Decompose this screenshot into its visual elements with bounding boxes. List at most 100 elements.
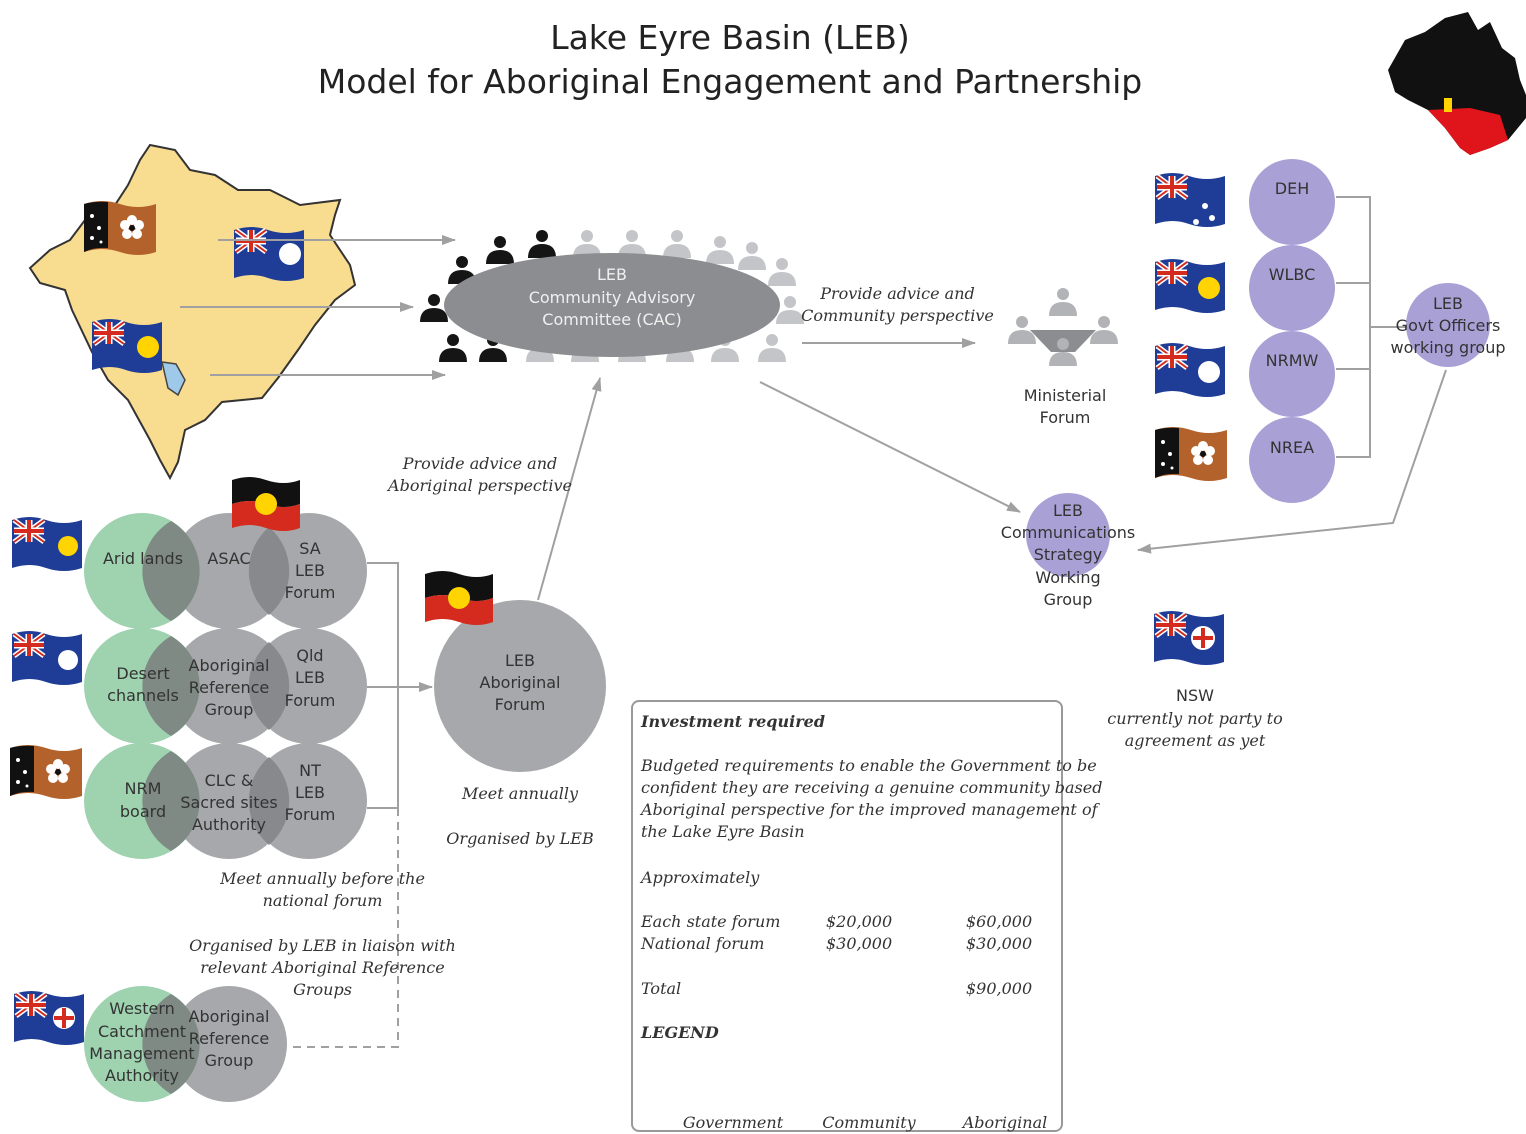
sa-badge-icon	[137, 336, 159, 358]
qld-community-label-1: Desert	[116, 664, 170, 683]
investment-text-4: the Lake Eyre Basin	[641, 822, 805, 841]
aboriginal-flag-icon	[232, 477, 300, 531]
govt-officers-circle	[1406, 283, 1490, 367]
investment-row2-b: $30,000	[966, 934, 1033, 953]
nsw-aboriginal-label-1: Aboriginal	[188, 1007, 270, 1026]
advice-community-1: Provide advice and	[820, 284, 975, 303]
investment-box: Investment required Budgeted requirement…	[631, 700, 1102, 1132]
meet-before-2: national forum	[262, 891, 383, 910]
nsw-aboriginal-label-3: Group	[204, 1051, 254, 1070]
investment-text-2: confident they are receiving a genuine c…	[641, 778, 1103, 797]
investment-total-value: $90,000	[966, 979, 1033, 998]
ministerial-people-icon	[1008, 288, 1118, 366]
cac-label-3: Committee (CAC)	[542, 310, 681, 329]
state-venn-rows	[84, 513, 367, 1102]
nt-forum-label-2: LEB	[295, 783, 325, 802]
comms-3: Strategy	[1033, 545, 1103, 564]
aboriginal-forum-3: Forum	[494, 695, 546, 714]
nt-aboriginal-label-2: Sacred sites	[180, 793, 278, 812]
organised-by-leb: Organised by LEB	[446, 829, 594, 848]
ministerial-label-1: Ministerial	[1023, 386, 1107, 405]
nt-forum-label-1: NT	[299, 761, 321, 780]
title-line-2: Model for Aboriginal Engagement and Part…	[317, 62, 1143, 101]
aboriginal-region-sun	[1444, 98, 1452, 112]
advice-aboriginal-2: Aboriginal perspective	[388, 476, 572, 495]
investment-approx: Approximately	[641, 868, 760, 887]
comms-1: LEB	[1053, 501, 1083, 520]
organised-liaison-1: Organised by LEB in liaison with	[189, 936, 456, 955]
basin-map	[28, 143, 357, 481]
qld-aboriginal-label-3: Group	[204, 700, 254, 719]
nsw-community-label-3: Management	[89, 1044, 195, 1063]
qld-aboriginal-label-2: Reference	[188, 678, 270, 697]
investment-row1-label: Each state forum	[641, 912, 781, 931]
agency-bracket	[1336, 196, 1410, 458]
aboriginal-flag-icon-2	[425, 571, 493, 625]
sa-forum-label-2: LEB	[295, 561, 325, 580]
investment-row2-label: National forum	[641, 934, 765, 953]
gov-agency-circles	[1249, 159, 1335, 503]
nt-community-label-1: NRM	[124, 779, 162, 798]
nsw-aboriginal-label-2: Reference	[188, 1029, 270, 1048]
legend-government-label: Government	[682, 1113, 784, 1132]
nt-forum-label-3: Forum	[284, 805, 336, 824]
comms-circle	[1026, 493, 1110, 577]
aboriginal-region-fill	[1428, 108, 1508, 155]
nsw-note-3: agreement as yet	[1124, 731, 1266, 750]
agency-deh: DEH	[1274, 179, 1310, 198]
agency-wlbc: WLBC	[1268, 265, 1316, 284]
qld-community-label-2: channels	[107, 686, 179, 705]
comms-5: Group	[1043, 590, 1093, 609]
sa-aboriginal-label: ASAC	[207, 549, 251, 568]
nsw-community-label-2: Catchment	[97, 1022, 187, 1041]
legend-aboriginal-label: Aboriginal	[962, 1113, 1048, 1132]
nt-flag-icon	[84, 201, 156, 255]
investment-row1-b: $60,000	[966, 912, 1033, 931]
comms-4: Working	[1035, 568, 1101, 587]
investment-row1-a: $20,000	[826, 912, 893, 931]
meet-annually: Meet annually	[461, 784, 579, 803]
qld-aboriginal-label-1: Aboriginal	[188, 656, 270, 675]
cac-label-1: LEB	[597, 265, 627, 284]
arrow-forum-to-cac	[537, 377, 602, 601]
investment-total-label: Total	[641, 979, 682, 998]
qld-forum-label-1: Qld	[296, 646, 324, 665]
legend-community-label: Community	[822, 1113, 916, 1132]
govt-officers-3: working group	[1390, 338, 1506, 357]
sa-community-label: Arid lands	[102, 549, 184, 568]
govt-officers-2: Govt Officers	[1395, 316, 1501, 335]
investment-text-3: Aboriginal perspective for the improved …	[641, 800, 1098, 819]
nsw-community-label-4: Authority	[104, 1066, 180, 1085]
aboriginal-forum-circle	[434, 600, 606, 772]
qld-forum-label-2: LEB	[295, 668, 325, 687]
nsw-note-2: currently not party to	[1107, 709, 1283, 728]
sa-forum-label-1: SA	[299, 539, 321, 558]
nt-flag-icon-3	[10, 745, 82, 799]
meet-before-1: Meet annually before the	[220, 869, 425, 888]
investment-text-1: Budgeted requirements to enable the Gove…	[641, 756, 1097, 775]
forum-bracket	[367, 562, 399, 809]
title-line-1: Lake Eyre Basin (LEB)	[550, 18, 910, 57]
investment-heading: Investment required	[641, 712, 825, 731]
comms-2: Communications	[1000, 523, 1136, 542]
agency-nrea: NREA	[1269, 438, 1315, 457]
lake-eyre	[161, 361, 186, 397]
nsw-community-label-1: Western	[109, 999, 175, 1018]
qld-forum-label-3: Forum	[284, 691, 336, 710]
agency-nrmw: NRMW	[1265, 351, 1319, 370]
nt-community-label-2: board	[119, 802, 167, 821]
arrow-officers-to-comms	[1137, 369, 1447, 554]
legend-heading: LEGEND	[641, 1023, 719, 1042]
cac-people-group	[420, 230, 804, 362]
organised-liaison-2: relevant Aboriginal Reference Groups	[200, 958, 445, 999]
nsw-note-1: NSW	[1176, 686, 1214, 705]
govt-officers-1: LEB	[1433, 294, 1463, 313]
advice-aboriginal-1: Provide advice and	[402, 454, 558, 473]
aboriginal-forum-2: Aboriginal	[479, 673, 561, 692]
dashed-nsw-link	[290, 808, 399, 1048]
qld-badge-icon	[279, 243, 301, 265]
investment-row2-a: $30,000	[826, 934, 893, 953]
arrow-cac-to-comms	[759, 381, 1021, 513]
nt-aboriginal-label-3: Authority	[191, 815, 267, 834]
